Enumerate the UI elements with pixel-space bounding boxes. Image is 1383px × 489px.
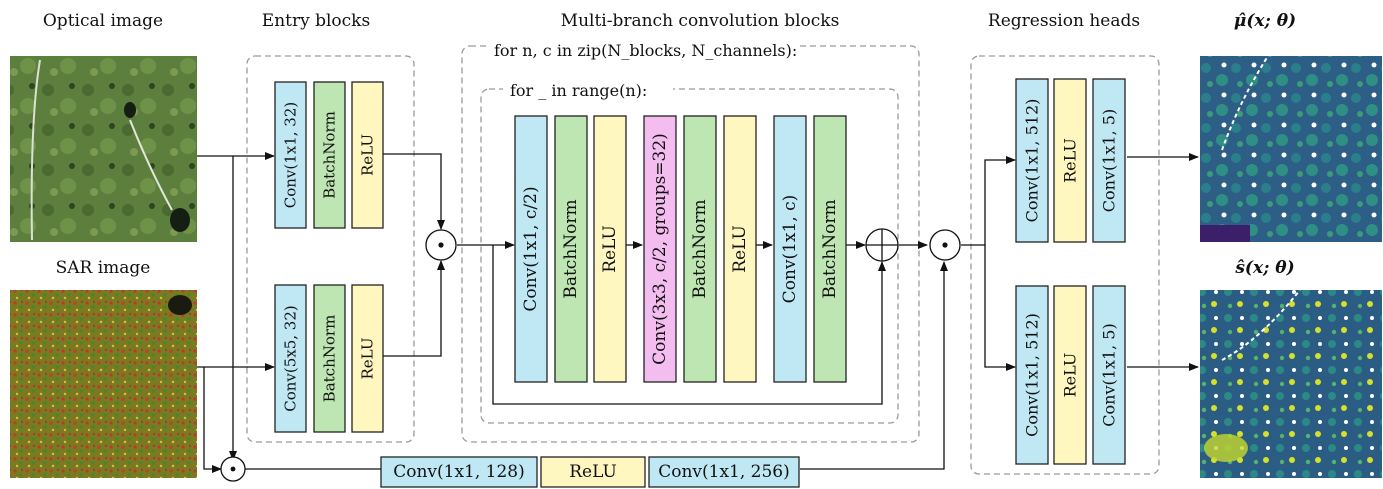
skip-conv-1x1-256-box-2 [648, 456, 800, 488]
entry-optical-batchnorm-label-1: BatchNorm [321, 111, 339, 199]
s-output-image [1200, 289, 1382, 478]
entry-optical-relu-box-2 [351, 81, 384, 229]
skip-conv-1x1-256-label-2: Conv(1x1, 256) [658, 462, 790, 482]
multibranch-inner-frame [480, 88, 899, 424]
entry-sar-conv-5x5-32-label-0: Conv(5x5, 32) [282, 305, 300, 412]
entry-sar-relu-label-2: ReLU [359, 338, 377, 380]
inner-loop-label: for _ in range(n): [510, 81, 647, 100]
head-mu-group: Conv(1x1, 512) ReLU Conv(1x1, 5) [1015, 78, 1126, 243]
multibranch-batchnorm-box-7 [813, 115, 847, 383]
optical-image [10, 56, 197, 242]
multibranch-conv-3x3-c-2-groups-32-box-3 [643, 115, 677, 383]
multiply-op-entry [425, 229, 457, 261]
multibranch-batchnorm-box-4 [683, 115, 717, 383]
mu-output-title: μ̂(x; θ) [1234, 11, 1296, 31]
multibranch-relu-label-2: ReLU [600, 225, 620, 273]
entry-sar-group: Conv(5x5, 32) BatchNorm ReLU [274, 284, 384, 433]
skip-conv-1x1-128-box-0 [380, 456, 538, 488]
head-s-group: Conv(1x1, 512) ReLU Conv(1x1, 5) [1015, 285, 1126, 465]
multibranch-batchnorm-label-1: BatchNorm [561, 199, 581, 298]
head-mu-relu-label-1: ReLU [1061, 138, 1080, 183]
entry-optical-group: Conv(1x1, 32) BatchNorm ReLU [274, 81, 384, 229]
skip-branch-group: Conv(1x1, 128) ReLU Conv(1x1, 256) [380, 456, 800, 488]
entry-blocks-title: Entry blocks [262, 11, 370, 31]
skip-relu-label-1: ReLU [569, 462, 617, 482]
multibranch-relu-label-5: ReLU [730, 225, 750, 273]
head-s-conv-1x1-512-box-0 [1015, 285, 1049, 465]
entry-optical-conv-1x1-32-box-0 [274, 81, 307, 229]
multibranch-conv-1x1-c-label-6: Conv(1x1, c) [780, 195, 800, 304]
multibranch-conv-3x3-c-2-groups-32-label-3: Conv(3x3, c/2, groups=32) [650, 133, 670, 365]
multibranch-relu-box-5 [723, 115, 757, 383]
multibranch-group: Conv(1x1, c/2) BatchNorm ReLU Conv(3x3, c/2… [514, 115, 847, 383]
entry-sar-conv-5x5-32-box-0 [274, 284, 307, 433]
head-mu-conv-1x1-5-label-2: Conv(1x1, 5) [1100, 109, 1119, 212]
entry-optical-relu-label-2: ReLU [359, 134, 377, 176]
regression-heads-frame [970, 55, 1160, 475]
outer-loop-label: for n, c in zip(N_blocks, N_channels): [494, 41, 797, 60]
multibranch-title: Multi-branch convolution blocks [561, 11, 840, 31]
multibranch-relu-box-2 [593, 115, 627, 383]
sar-image [10, 290, 197, 478]
head-s-relu-box-1 [1053, 285, 1087, 465]
multiply-op-heads [929, 229, 961, 261]
skip-relu-box-1 [540, 456, 646, 488]
entry-optical-conv-1x1-32-label-0: Conv(1x1, 32) [282, 102, 300, 209]
entry-sar-batchnorm-box-1 [313, 284, 346, 433]
head-mu-conv-1x1-512-box-0 [1015, 78, 1049, 243]
connection-wires [197, 152, 1199, 473]
mu-output-image [1200, 55, 1382, 242]
multibranch-conv-1x1-c-box-6 [773, 115, 807, 383]
entry-sar-relu-box-2 [351, 284, 384, 433]
head-mu-conv-1x1-512-label-0: Conv(1x1, 512) [1023, 99, 1042, 223]
head-s-conv-1x1-5-label-2: Conv(1x1, 5) [1100, 323, 1119, 426]
head-mu-relu-box-1 [1053, 78, 1087, 243]
multibranch-conv-1x1-c-2-box-0 [514, 115, 548, 383]
entry-sar-batchnorm-label-1: BatchNorm [321, 315, 339, 403]
multibranch-batchnorm-box-1 [554, 115, 588, 383]
head-s-conv-1x1-512-label-0: Conv(1x1, 512) [1023, 313, 1042, 437]
multibranch-batchnorm-label-7: BatchNorm [820, 199, 840, 298]
sar-image-title: SAR image [56, 258, 151, 278]
s-output-title: ŝ(x; θ) [1234, 258, 1294, 278]
head-s-conv-1x1-5-box-2 [1092, 285, 1126, 465]
entry-blocks-frame [246, 55, 415, 443]
multibranch-batchnorm-label-4: BatchNorm [690, 199, 710, 298]
multiply-op-skip [220, 456, 246, 482]
head-s-relu-label-1: ReLU [1061, 353, 1080, 398]
regression-heads-title: Regression heads [988, 11, 1140, 31]
multibranch-conv-1x1-c-2-label-0: Conv(1x1, c/2) [521, 186, 541, 311]
skip-conv-1x1-128-label-0: Conv(1x1, 128) [393, 462, 525, 482]
optical-image-title: Optical image [43, 11, 163, 31]
head-mu-conv-1x1-5-box-2 [1092, 78, 1126, 243]
entry-optical-batchnorm-box-1 [313, 81, 346, 229]
add-op-residual [865, 228, 899, 262]
